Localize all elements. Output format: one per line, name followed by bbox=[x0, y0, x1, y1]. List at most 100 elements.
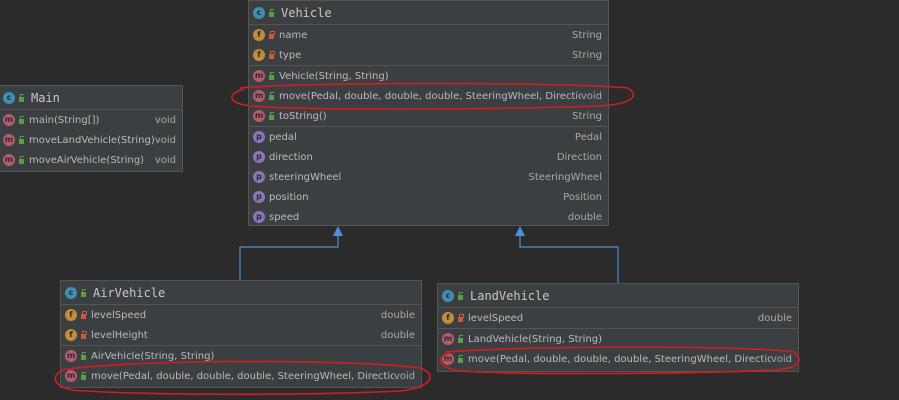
public-icon bbox=[18, 136, 25, 144]
class-title: AirVehicle bbox=[93, 285, 166, 300]
member-name: Vehicle(String, String) bbox=[279, 70, 389, 82]
public-icon bbox=[268, 92, 275, 100]
member-type: void bbox=[580, 90, 602, 102]
member-type: double bbox=[380, 309, 415, 321]
property-icon: p bbox=[253, 151, 265, 163]
member-name: moveAirVehicle(String) bbox=[29, 154, 145, 166]
field-row[interactable]: f levelSpeed double bbox=[438, 308, 798, 328]
class-header: c Vehicle bbox=[249, 1, 608, 25]
field-icon: f bbox=[253, 29, 265, 41]
field-row[interactable]: f name String bbox=[249, 25, 608, 45]
method-row[interactable]: m move(Pedal, double, double, double, St… bbox=[438, 349, 798, 369]
method-icon: m bbox=[253, 110, 265, 122]
field-row[interactable]: f levelHeight double bbox=[61, 325, 421, 345]
method-icon: m bbox=[442, 353, 454, 365]
airvehicle-inheritance-line bbox=[239, 236, 339, 280]
class-header: c LandVehicle bbox=[438, 284, 798, 308]
member-type: void bbox=[154, 134, 176, 146]
member-name: levelHeight bbox=[91, 329, 148, 341]
public-icon bbox=[457, 291, 464, 300]
methods-section: m main(String[]) void m moveLandVehicle(… bbox=[0, 110, 182, 170]
member-name: main(String[]) bbox=[29, 114, 100, 126]
fields-section: f levelSpeed double f levelHeight double bbox=[61, 305, 421, 346]
member-name: type bbox=[279, 49, 302, 61]
class-icon: c bbox=[253, 6, 265, 19]
member-type: double bbox=[757, 312, 792, 324]
class-main[interactable]: c Main m main(String[]) void m moveLandV… bbox=[0, 85, 183, 172]
properties-section: p pedal Pedal p direction Direction p st… bbox=[249, 127, 608, 225]
member-type: String bbox=[572, 49, 602, 61]
public-icon bbox=[18, 156, 25, 164]
airvehicle-inheritance-arrow bbox=[333, 226, 343, 236]
member-name: moveLandVehicle(String) bbox=[29, 134, 155, 146]
private-icon bbox=[457, 314, 464, 322]
private-icon bbox=[80, 311, 87, 319]
member-name: steeringWheel bbox=[269, 171, 342, 183]
member-type: String bbox=[572, 110, 602, 122]
method-icon: m bbox=[3, 134, 15, 146]
method-row[interactable]: m moveAirVehicle(String) void bbox=[0, 150, 182, 170]
member-name: pedal bbox=[269, 131, 297, 143]
class-icon: c bbox=[65, 286, 77, 299]
private-icon bbox=[268, 31, 275, 39]
method-icon: m bbox=[3, 154, 15, 166]
member-name: move(Pedal, double, double, double, Stee… bbox=[279, 90, 581, 102]
method-row[interactable]: m move(Pedal, double, double, double, St… bbox=[61, 366, 421, 386]
property-row[interactable]: p steeringWheel SteeringWheel bbox=[249, 167, 608, 187]
class-icon: c bbox=[3, 91, 15, 104]
member-type: double bbox=[567, 211, 602, 223]
method-row[interactable]: m moveLandVehicle(String) void bbox=[0, 130, 182, 150]
public-icon bbox=[268, 8, 275, 17]
public-icon bbox=[457, 335, 464, 343]
method-icon: m bbox=[253, 70, 265, 82]
fields-section: f levelSpeed double bbox=[438, 308, 798, 329]
public-icon bbox=[268, 72, 275, 80]
member-type: String bbox=[572, 29, 602, 41]
member-name: position bbox=[269, 191, 309, 203]
member-type: Pedal bbox=[574, 131, 602, 143]
member-name: move(Pedal, double, double, double, Stee… bbox=[91, 370, 394, 382]
property-icon: p bbox=[253, 171, 265, 183]
member-type: void bbox=[393, 370, 415, 382]
member-name: LandVehicle(String, String) bbox=[468, 333, 602, 345]
method-row[interactable]: m Vehicle(String, String) bbox=[249, 66, 608, 86]
method-row[interactable]: m main(String[]) void bbox=[0, 110, 182, 130]
member-name: levelSpeed bbox=[91, 309, 147, 321]
method-row[interactable]: m LandVehicle(String, String) bbox=[438, 329, 798, 349]
methods-section: m Vehicle(String, String) m move(Pedal, … bbox=[249, 66, 608, 127]
class-title: Vehicle bbox=[281, 5, 332, 20]
property-row[interactable]: p position Position bbox=[249, 187, 608, 207]
member-type: Position bbox=[563, 191, 602, 203]
property-icon: p bbox=[253, 131, 265, 143]
public-icon bbox=[80, 352, 87, 360]
private-icon bbox=[80, 331, 87, 339]
field-icon: f bbox=[442, 312, 454, 324]
class-vehicle[interactable]: c Vehicle f name String f type String m … bbox=[248, 0, 609, 226]
method-icon: m bbox=[3, 114, 15, 126]
landvehicle-inheritance-line bbox=[519, 236, 619, 283]
property-row[interactable]: p direction Direction bbox=[249, 147, 608, 167]
method-icon: m bbox=[65, 350, 77, 362]
method-row[interactable]: m toString() String bbox=[249, 106, 608, 126]
method-row[interactable]: m AirVehicle(String, String) bbox=[61, 346, 421, 366]
member-type: void bbox=[154, 154, 176, 166]
property-row[interactable]: p speed double bbox=[249, 207, 608, 225]
public-icon bbox=[457, 355, 464, 363]
class-header: c AirVehicle bbox=[61, 281, 421, 305]
property-icon: p bbox=[253, 211, 265, 223]
field-row[interactable]: f levelSpeed double bbox=[61, 305, 421, 325]
public-icon bbox=[80, 288, 87, 297]
method-row[interactable]: m move(Pedal, double, double, double, St… bbox=[249, 86, 608, 106]
method-icon: m bbox=[253, 90, 265, 102]
member-name: name bbox=[279, 29, 308, 41]
landvehicle-inheritance-arrow bbox=[515, 226, 525, 236]
class-airvehicle[interactable]: c AirVehicle f levelSpeed double f level… bbox=[60, 280, 422, 388]
field-icon: f bbox=[65, 329, 77, 341]
class-header: c Main bbox=[0, 86, 182, 110]
method-icon: m bbox=[442, 333, 454, 345]
field-row[interactable]: f type String bbox=[249, 45, 608, 65]
field-icon: f bbox=[253, 49, 265, 61]
class-title: LandVehicle bbox=[470, 288, 550, 303]
class-landvehicle[interactable]: c LandVehicle f levelSpeed double m Land… bbox=[437, 283, 799, 372]
property-row[interactable]: p pedal Pedal bbox=[249, 127, 608, 147]
